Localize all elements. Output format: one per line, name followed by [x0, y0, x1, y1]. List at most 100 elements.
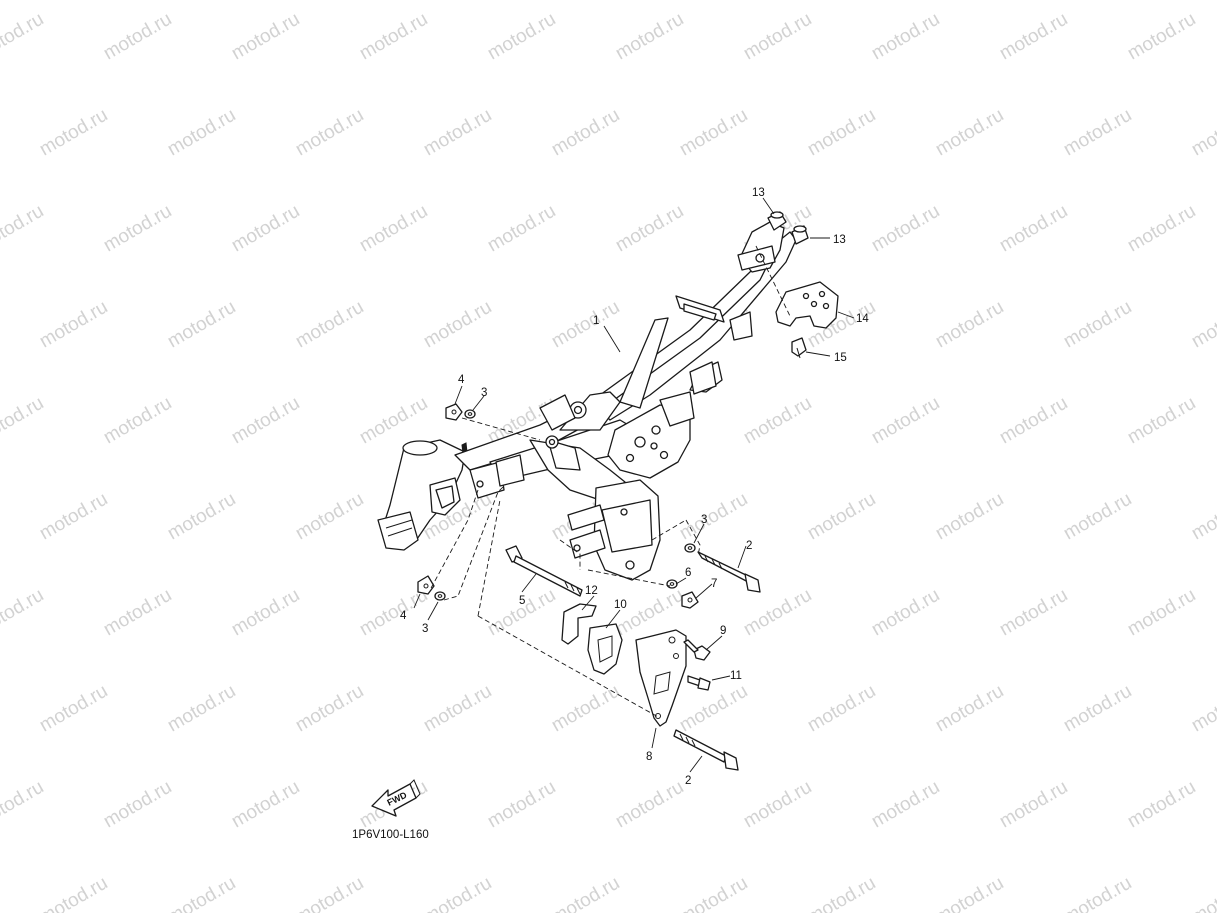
- watermark-text: motod.ru: [676, 873, 751, 913]
- watermark-text: motod.ru: [164, 489, 239, 545]
- watermark-text: motod.ru: [996, 201, 1071, 257]
- watermark-text: motod.ru: [164, 105, 239, 161]
- watermark-text: motod.ru: [228, 393, 303, 449]
- watermark-text: motod.ru: [612, 9, 687, 65]
- watermark-text: motod.ru: [1124, 393, 1199, 449]
- watermark-text: motod.ru: [1124, 201, 1199, 257]
- watermark-text: motod.ru: [996, 777, 1071, 833]
- watermark-text: motod.ru: [164, 681, 239, 737]
- cap-right-part: [791, 225, 809, 245]
- watermark-text: motod.ru: [420, 681, 495, 737]
- watermark-text: motod.ru: [292, 489, 367, 545]
- watermark-text: motod.ru: [932, 105, 1007, 161]
- callout-13-right: 13: [833, 234, 846, 246]
- watermark-text: motod.ru: [804, 105, 879, 161]
- watermark-text: motod.ru: [420, 297, 495, 353]
- watermark-text: motod.ru: [484, 201, 559, 257]
- callout-2-upper: 2: [746, 540, 752, 552]
- watermark-text: motod.ru: [100, 9, 175, 65]
- callout-3-lower-left: 3: [422, 623, 428, 635]
- watermark-text: motod.ru: [932, 873, 1007, 913]
- watermark-text: motod.ru: [804, 873, 879, 913]
- watermark-text: motod.ru: [100, 777, 175, 833]
- bolt-15-part: [791, 337, 807, 359]
- cap-left-part: [767, 211, 787, 231]
- watermark-text: motod.ru: [420, 873, 495, 913]
- watermark-text: motod.ru: [1188, 105, 1217, 161]
- stay-12-part: [561, 603, 597, 645]
- watermark-text: motod.ru: [740, 393, 815, 449]
- callout-1: 1: [593, 315, 599, 327]
- watermark-text: motod.ru: [868, 9, 943, 65]
- callout-4-lower-left: 4: [400, 610, 407, 622]
- watermark-text: motod.ru: [292, 105, 367, 161]
- watermark-text: motod.ru: [740, 9, 815, 65]
- watermark-text: motod.ru: [548, 873, 623, 913]
- watermark-text: motod.ru: [0, 585, 47, 641]
- nut-7-part: [681, 591, 699, 609]
- watermark-text: motod.ru: [100, 201, 175, 257]
- watermark-text: motod.ru: [548, 681, 623, 737]
- bolt-11-part: [687, 675, 711, 691]
- watermark-text: motod.ru: [676, 489, 751, 545]
- assembly-lines: [429, 245, 791, 719]
- watermark-text: motod.ru: [740, 777, 815, 833]
- fwd-arrow-icon: FWD: [371, 779, 421, 817]
- watermark-text: motod.ru: [228, 777, 303, 833]
- leader-lines: [413, 197, 855, 773]
- watermark-text: motod.ru: [228, 585, 303, 641]
- drawing-code: 1P6V100-L160: [352, 829, 429, 841]
- callout-14: 14: [856, 313, 869, 325]
- callout-2-lower: 2: [685, 775, 691, 787]
- watermark-text: motod.ru: [292, 681, 367, 737]
- watermark-text: motod.ru: [1060, 681, 1135, 737]
- watermark-text: motod.ru: [356, 9, 431, 65]
- callout-3-upper-left: 3: [481, 387, 487, 399]
- washer-6-part: [666, 579, 678, 589]
- watermark-text: motod.ru: [548, 297, 623, 353]
- watermark-text: motod.ru: [420, 105, 495, 161]
- callout-4-upper-left: 4: [458, 374, 465, 386]
- callout-7: 7: [711, 578, 717, 590]
- watermark-text: motod.ru: [0, 777, 47, 833]
- watermark-text: motod.ru: [1060, 105, 1135, 161]
- callout-3-right: 3: [701, 514, 707, 526]
- callout-6: 6: [685, 567, 691, 579]
- washer-right-part: [684, 543, 696, 553]
- watermark-text: motod.ru: [36, 297, 111, 353]
- callout-8: 8: [646, 751, 652, 763]
- callout-9: 9: [720, 625, 726, 637]
- watermark-text: motod.ru: [0, 9, 47, 65]
- watermark-text: motod.ru: [932, 297, 1007, 353]
- cover-bracket-10-part: [587, 623, 623, 675]
- watermark-text: motod.ru: [1060, 873, 1135, 913]
- watermark-text: motod.ru: [740, 585, 815, 641]
- rear-bracket-part: [775, 281, 839, 329]
- watermark-text: motod.ru: [100, 393, 175, 449]
- watermark-text: motod.ru: [36, 681, 111, 737]
- watermark-text: motod.ru: [1124, 9, 1199, 65]
- watermark-text: motod.ru: [996, 9, 1071, 65]
- engine-bolt-lower-part: [673, 729, 739, 771]
- long-through-bolt-part: [505, 545, 583, 597]
- watermark-text: motod.ru: [484, 9, 559, 65]
- watermark-text: motod.ru: [1060, 297, 1135, 353]
- watermark-text: motod.ru: [228, 201, 303, 257]
- watermark-text: motod.ru: [228, 9, 303, 65]
- watermark-text: motod.ru: [484, 777, 559, 833]
- watermark-text: motod.ru: [676, 681, 751, 737]
- watermark-text: motod.ru: [932, 489, 1007, 545]
- callout-11: 11: [730, 670, 742, 682]
- engine-bolt-upper-part: [697, 551, 761, 593]
- callout-labels: 1 2 2 3 3 3 4 4 5 6 7 8 9 10 11 12 13 13…: [400, 187, 869, 787]
- callout-15: 15: [834, 352, 847, 364]
- callout-5: 5: [519, 595, 525, 607]
- watermark-text: motod.ru: [1188, 873, 1217, 913]
- watermark-text: motod.ru: [1124, 585, 1199, 641]
- nut-upper-left-part: [445, 403, 463, 421]
- watermark-text: motod.ru: [164, 873, 239, 913]
- watermark-text: motod.ru: [932, 681, 1007, 737]
- watermark-text: motod.ru: [612, 777, 687, 833]
- watermark-text: motod.ru: [36, 873, 111, 913]
